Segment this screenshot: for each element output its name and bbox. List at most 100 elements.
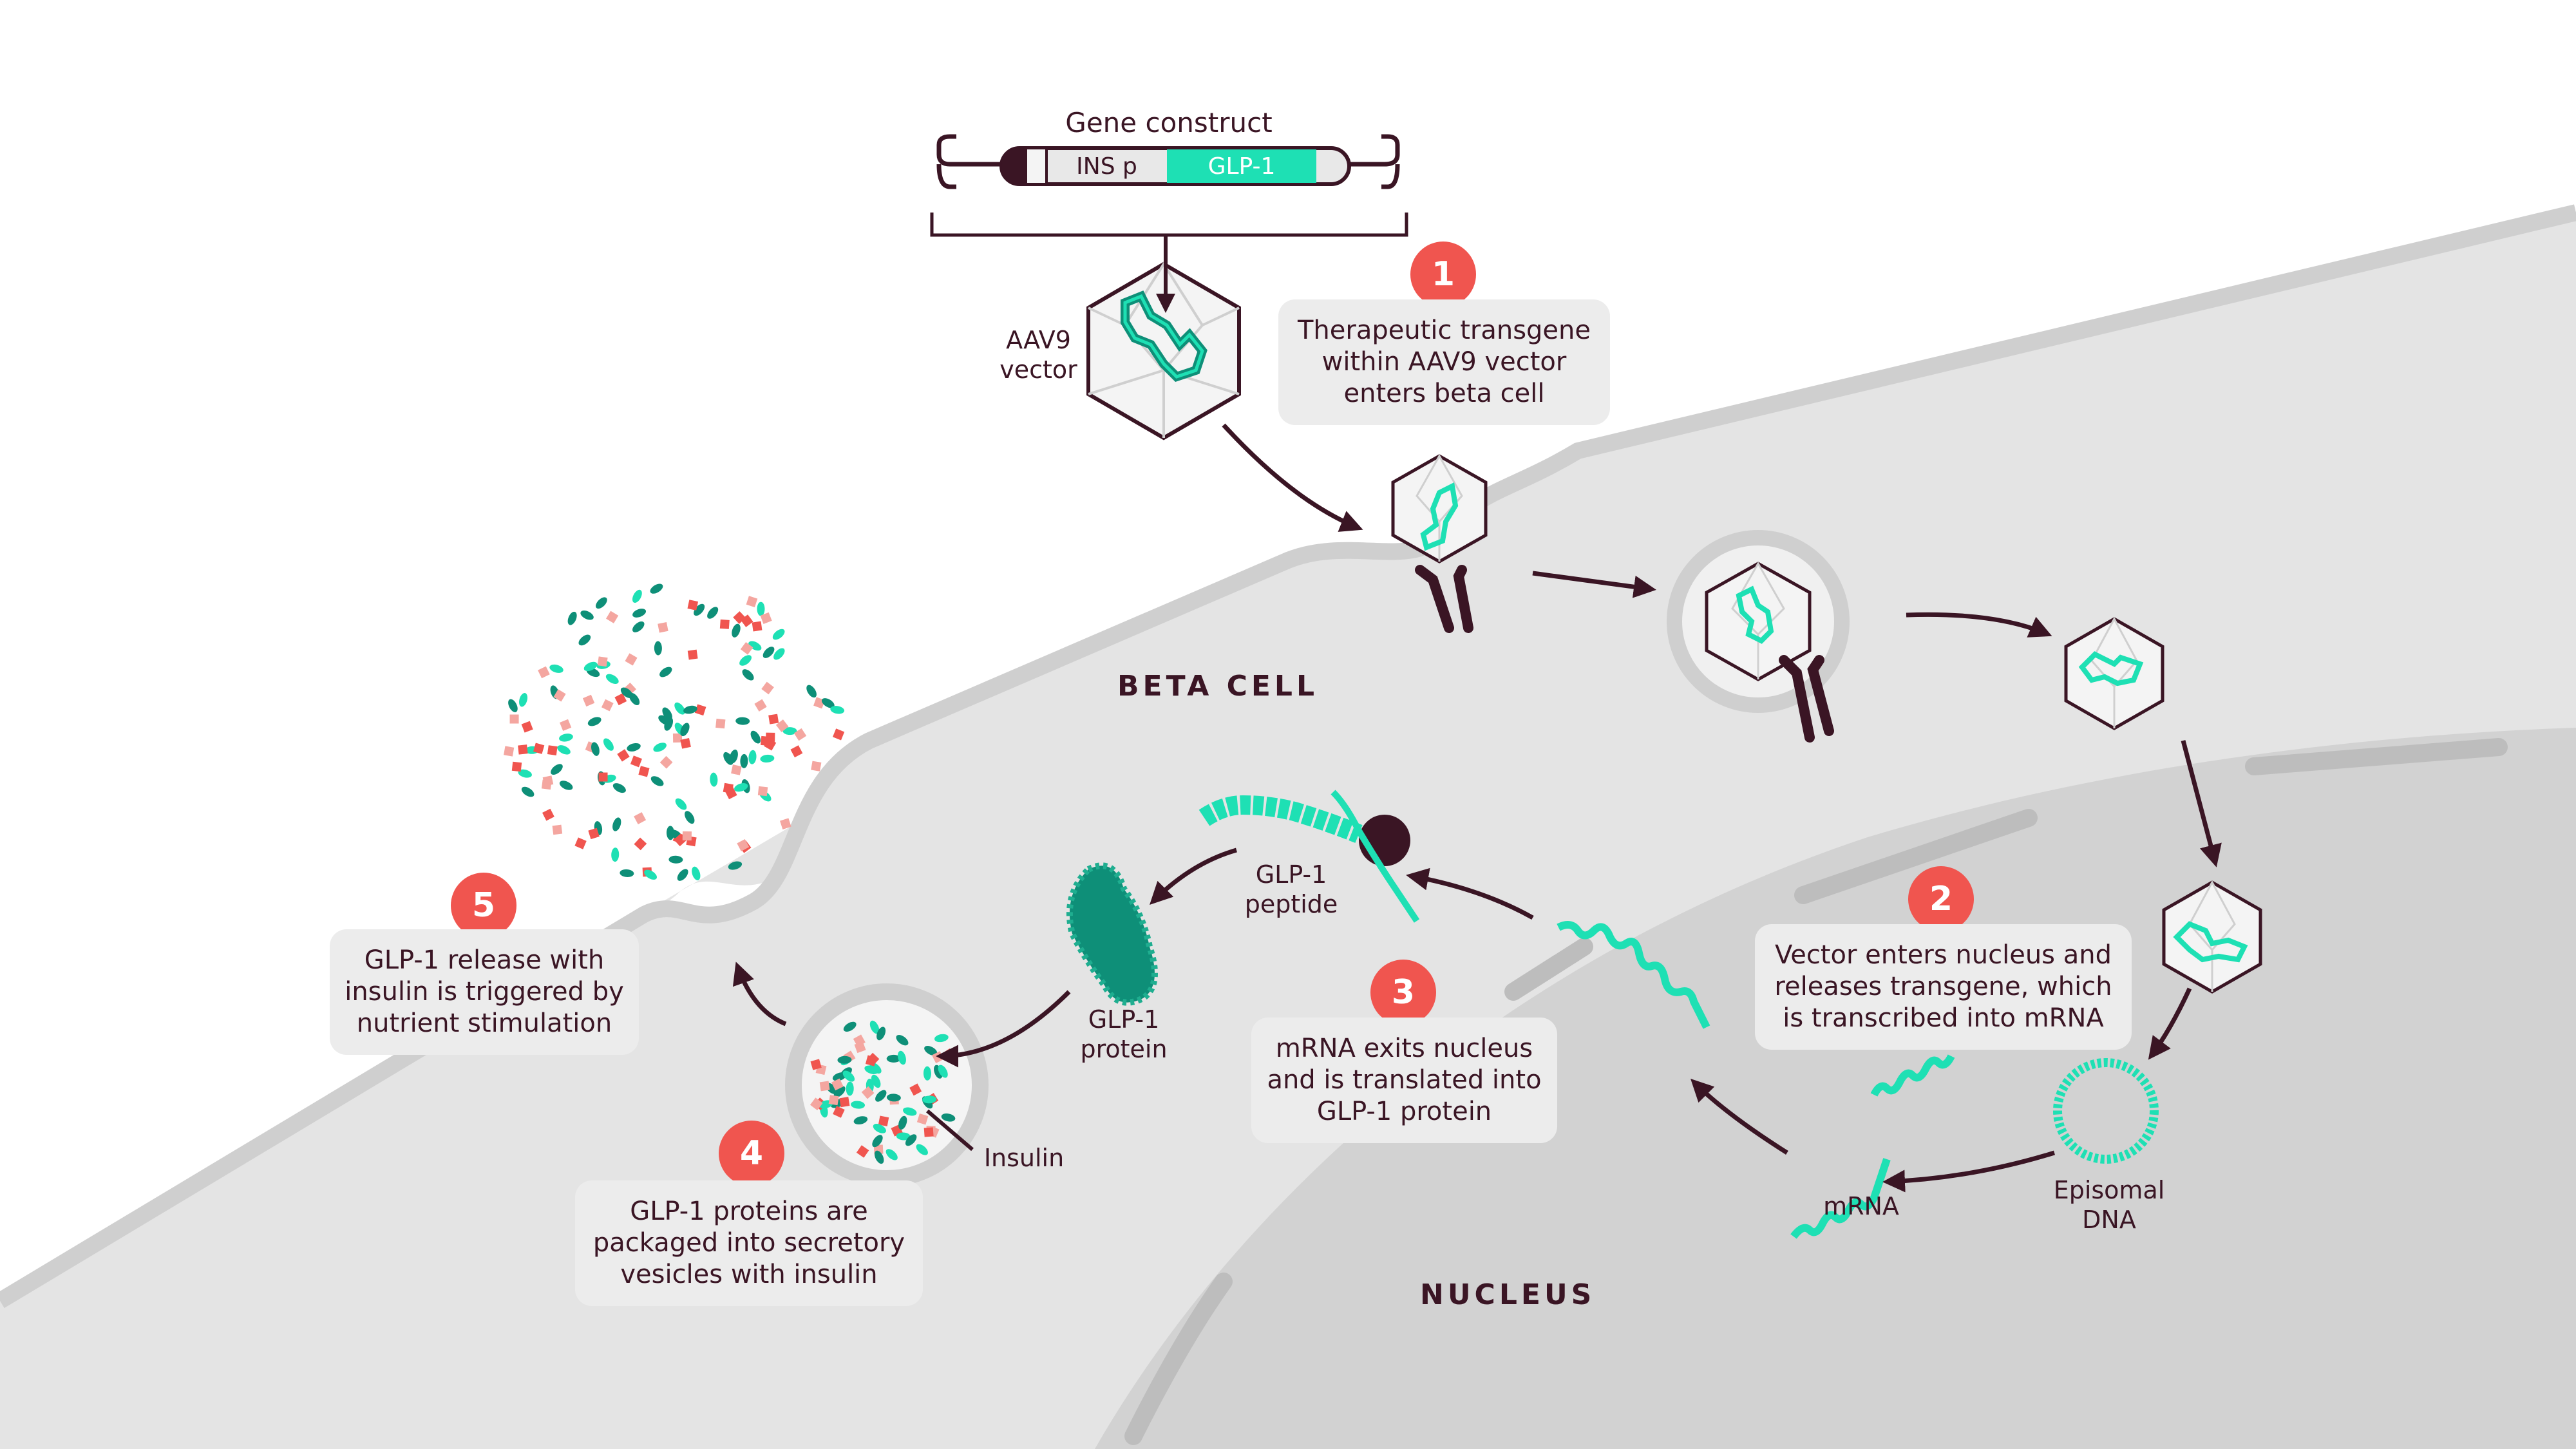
released-particle — [692, 866, 701, 880]
released-particle — [672, 733, 683, 743]
vesicle-particle — [878, 1115, 889, 1126]
vesicle-particle — [872, 1135, 883, 1148]
released-particle — [634, 837, 647, 851]
released-particle — [582, 694, 595, 707]
released-particle — [504, 746, 515, 757]
released-particle — [552, 824, 563, 835]
released-particle — [605, 674, 619, 684]
vesicle-particle — [854, 1041, 866, 1054]
released-particle — [567, 611, 577, 625]
vesicle-particle — [832, 1072, 847, 1081]
beta-cell-label: BETA CELL — [1117, 670, 1318, 703]
step-5-text: GLP-1 release with insulin is triggered … — [330, 929, 639, 1055]
nuclear-pores — [1124, 738, 2508, 1445]
vesicle-particle — [898, 1115, 907, 1130]
vesicle-particle — [831, 1078, 844, 1091]
released-particle — [611, 848, 620, 862]
released-particle — [680, 723, 690, 737]
released-particle — [674, 702, 685, 715]
step-1-badge: 1 — [1410, 242, 1476, 307]
vesicle-particle — [875, 1090, 887, 1102]
released-particle — [731, 764, 742, 775]
released-particle — [598, 772, 608, 782]
released-particle — [675, 798, 687, 810]
released-particle — [740, 641, 753, 655]
released-particle — [634, 812, 647, 824]
vesicle-particle — [886, 1094, 901, 1102]
released-particle — [806, 685, 817, 698]
released-particle — [715, 718, 726, 729]
vesicle-particle — [876, 1027, 886, 1041]
step-2-text: Vector enters nucleus and releases trans… — [1755, 924, 2132, 1050]
vector-at-membrane — [1391, 453, 1488, 633]
glp1-protein-blob — [1066, 862, 1158, 1006]
step-3-badge: 3 — [1370, 960, 1436, 1025]
released-particle — [627, 743, 641, 752]
vesicle-particle — [941, 1113, 956, 1122]
released-particle — [541, 779, 552, 790]
released-particle — [668, 855, 683, 864]
released-particle — [737, 838, 750, 851]
released-particle — [632, 621, 645, 632]
vesicle-particle — [874, 1150, 884, 1164]
released-particle — [509, 714, 519, 724]
released-particle — [542, 808, 554, 821]
released-particle — [790, 745, 803, 758]
released-particle — [685, 811, 695, 824]
released-particle — [677, 869, 688, 881]
vesicle-particle — [909, 1083, 922, 1096]
glp1-protein-label: GLP-1 protein — [1080, 1005, 1168, 1064]
vesicle-particle — [903, 1107, 917, 1116]
vesicle-particle — [865, 1055, 877, 1066]
step-2-badge: 2 — [1908, 866, 1974, 932]
vesicle-particle — [896, 1035, 909, 1046]
glp1-peptide-label: GLP-1 peptide — [1244, 860, 1338, 919]
released-particle — [597, 656, 608, 667]
released-particle — [761, 681, 774, 695]
vesicle-particle — [851, 1101, 866, 1109]
step-4-text: GLP-1 proteins are packaged into secreto… — [575, 1180, 923, 1306]
released-particle — [780, 818, 791, 829]
released-particle — [591, 742, 600, 756]
step-4-badge: 4 — [719, 1121, 784, 1186]
released-particle — [752, 621, 762, 632]
released-particle — [793, 728, 807, 741]
released-particle — [740, 614, 753, 627]
step-3-text: mRNA exits nucleus and is translated int… — [1251, 1018, 1557, 1143]
released-particle — [588, 828, 600, 840]
released-particle — [782, 727, 797, 735]
released-particle — [694, 704, 706, 716]
vesicle-particle — [853, 1116, 868, 1125]
vesicle-particle — [916, 1113, 929, 1125]
free-capsid — [2064, 616, 2164, 730]
released-particle — [735, 717, 750, 725]
gene-segment: GLP-1 — [1208, 153, 1276, 180]
released-particle — [762, 647, 775, 658]
released-particle — [521, 721, 533, 733]
released-particle — [606, 611, 619, 623]
construct-title: Gene construct — [1065, 107, 1273, 138]
released-particle — [632, 609, 647, 618]
ribosome-peptide — [1198, 790, 1420, 923]
nuclear-mrna-strand — [1790, 1054, 1955, 1239]
vesicle-particle — [856, 1145, 869, 1158]
episomal-dna-label: Episomal DNA — [2053, 1176, 2165, 1235]
released-particle — [603, 738, 614, 751]
vesicle-particle — [833, 1086, 846, 1097]
released-particle — [746, 596, 758, 607]
beta-cell-shape — [0, 813, 827, 1449]
mrna-label: mRNA — [1823, 1192, 1899, 1220]
vesicle-particle — [839, 1097, 850, 1108]
released-particle — [601, 699, 614, 712]
vesicle-particle — [810, 1097, 823, 1111]
released-particle — [662, 707, 672, 721]
released-particle — [821, 698, 835, 708]
vesicle-particle — [924, 1046, 938, 1056]
released-particle — [768, 714, 779, 724]
released-particle — [739, 655, 752, 666]
released-particle — [620, 687, 633, 699]
released-particle — [728, 861, 743, 870]
released-particle — [559, 781, 573, 790]
released-particle — [614, 693, 627, 706]
released-particle — [754, 699, 767, 712]
